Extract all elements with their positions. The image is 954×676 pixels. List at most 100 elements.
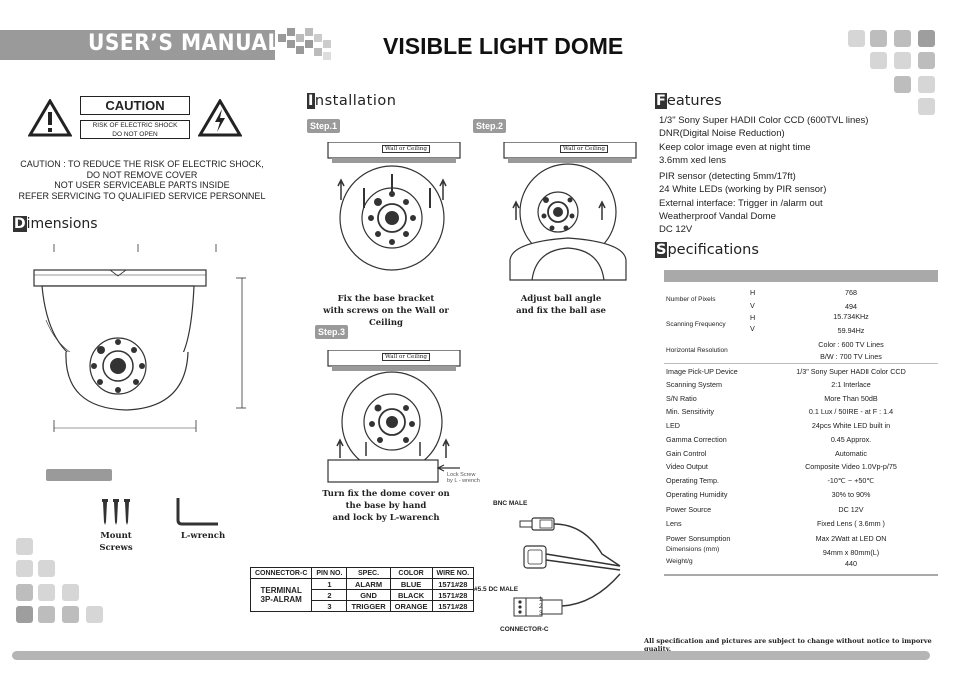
table-cell: ALARM xyxy=(346,578,391,590)
feature-item: External interface: Trigger in /alarm ou… xyxy=(659,197,823,209)
spec-value: 59.94Hz xyxy=(837,326,865,335)
step-3-drawing xyxy=(327,350,461,483)
spec-label: Power Source xyxy=(666,505,712,514)
caption-line: Fix the base bracket xyxy=(337,294,435,304)
mount-screws-label: Mount Screws xyxy=(99,531,133,553)
accessories-bar xyxy=(46,469,112,481)
installation-heading: Installation xyxy=(307,93,396,109)
heading-initial: F xyxy=(655,93,667,109)
risk-line-2: DO NOT OPEN xyxy=(112,130,158,138)
spec-label: Min. Sensitivity xyxy=(666,407,714,416)
spec-label: Operating Humidity xyxy=(666,490,728,499)
table-cell: BLACK xyxy=(389,589,433,601)
feature-item: 24 White LEDs (working by PIR sensor) xyxy=(659,184,827,196)
pin-number: 2 xyxy=(539,604,543,610)
spec-axis: V xyxy=(750,301,755,310)
spec-axis: V xyxy=(750,324,755,333)
table-cell: ORANGE xyxy=(389,600,433,612)
heading-initial: S xyxy=(655,242,668,258)
feature-item: 3.6mm xed lens xyxy=(659,154,727,166)
spec-label: Number of Pixels xyxy=(666,296,716,303)
caution-line: NOT USER SERVICEABLE PARTS INSIDE xyxy=(54,180,230,190)
spec-value: 30% to 90% xyxy=(831,490,871,499)
heading-initial: D xyxy=(13,216,27,232)
pin-number: 3 xyxy=(539,611,543,617)
table-cell: 3 xyxy=(311,600,348,612)
mount-screws-icon xyxy=(102,499,130,525)
spec-label: Image Pick-UP Device xyxy=(666,367,738,376)
lock-screw-line: by L - wrench xyxy=(447,478,480,484)
caption-line: with screws on the Wall or Ceiling xyxy=(323,306,449,328)
step-2-tag: Step.2 xyxy=(473,119,507,133)
spec-row: Operating Temp. -10℃ ~ +50℃ xyxy=(666,476,938,488)
header-banner xyxy=(0,30,275,60)
spec-value: Color : 600 TV Lines xyxy=(818,340,884,349)
table-cell: GND xyxy=(346,589,391,601)
spec-label: Operating Temp. xyxy=(666,476,720,485)
spec-label: Dimensions (mm) xyxy=(666,546,720,553)
page-title: VISIBLE LIGHT DOME xyxy=(383,33,624,59)
lock-screw-line: Lock Screw xyxy=(447,472,476,478)
caption-line: Adjust ball angle xyxy=(520,294,602,304)
spec-value: B/W : 700 TV Lines xyxy=(820,352,882,361)
table-cell: 1571#28 xyxy=(431,578,475,590)
features-heading: Features xyxy=(655,93,722,109)
spec-value: 1/3" Sony Super HADⅡ Color CCD xyxy=(796,367,906,376)
caption-line: and lock by L-warench xyxy=(332,513,440,523)
spec-value: Max 2Watt at LED ON xyxy=(815,534,887,543)
caution-line: CAUTION : TO REDUCE THE RISK OF ELECTRIC… xyxy=(20,159,264,169)
table-header-cell: PIN NO. xyxy=(311,567,348,579)
heading-rest: pecifications xyxy=(667,242,759,258)
spec-value: Fixed Lens ( 3.6mm ) xyxy=(817,519,885,528)
spec-value: 440 xyxy=(845,559,857,568)
caption-line: and fix the ball ase xyxy=(516,306,606,316)
table-cell: 1571#28 xyxy=(431,600,475,612)
feature-item: DNR(Digital Noise Reduction) xyxy=(659,128,785,140)
terminal-label-line: TERMINAL xyxy=(260,586,302,595)
spec-label: Scanning System xyxy=(666,380,722,389)
dimensions-drawing xyxy=(33,244,246,432)
table-row: 3 TRIGGER ORANGE 1571#28 xyxy=(251,600,475,612)
corner-squares-bottom xyxy=(16,538,106,628)
lock-screw-label: Lock Screw by L - wrench xyxy=(447,472,480,484)
table-cell: 1 xyxy=(311,578,348,590)
spec-row: Operating Humidity 30% to 90% xyxy=(666,490,938,502)
footer-bar xyxy=(12,651,930,660)
features-list: 1/3" Sony Super HADII Color CCD (600TVL … xyxy=(659,114,919,237)
spec-value: 94mm x 80mm(L) xyxy=(822,548,880,557)
connector-table: CONNECTOR-C PIN NO. SPEC. COLOR WIRE NO.… xyxy=(249,567,475,612)
feature-item: 1/3" Sony Super HADII Color CCD (600TVL … xyxy=(659,115,869,126)
pin-numbers: 1 2 3 xyxy=(539,597,542,618)
spec-value: Automatic xyxy=(835,449,867,458)
table-header-cell: CONNECTOR-C xyxy=(249,567,313,579)
step-3-tag: Step.3 xyxy=(315,325,349,339)
spec-row-dimensions: Dimensions (mm) Weight/g 94mm x 80mm(L) … xyxy=(666,546,938,570)
spec-label: Video Output xyxy=(666,462,708,471)
spec-row-pixels: Number of Pixels H 768 V 494 xyxy=(666,288,938,312)
dimensions-heading: Dimensions xyxy=(13,216,98,232)
feature-item: Keep color image even at night time xyxy=(659,141,811,153)
spec-label: Gain Control xyxy=(666,449,707,458)
caution-line: REFER SERVICING TO QUALIFIED SERVICE PER… xyxy=(18,190,266,201)
caption-line: the base by hand xyxy=(345,501,427,511)
spec-value: -10℃ ~ +50℃ xyxy=(827,476,875,485)
spec-value: 0.45 Approx. xyxy=(830,435,872,444)
step-2-wall-label: Wall or Ceiling xyxy=(560,145,608,153)
table-cell: BLUE xyxy=(389,578,433,590)
dc-label: #5.5 DC MALE xyxy=(474,586,519,593)
spec-header-bar xyxy=(664,270,938,282)
heading-rest: eatures xyxy=(666,93,722,109)
spec-label: Scanning Frequency xyxy=(666,321,726,328)
feature-item: PIR sensor (detecting 5mm/17ft) xyxy=(659,171,796,183)
step-1-wall-label: Wall or Ceiling xyxy=(382,145,430,153)
step-3-caption: Turn fix the dome cover on the base by h… xyxy=(306,488,466,524)
warning-lightning-icon xyxy=(198,99,242,137)
pin-number: 1 xyxy=(539,597,543,603)
cable-diagram xyxy=(513,517,621,617)
